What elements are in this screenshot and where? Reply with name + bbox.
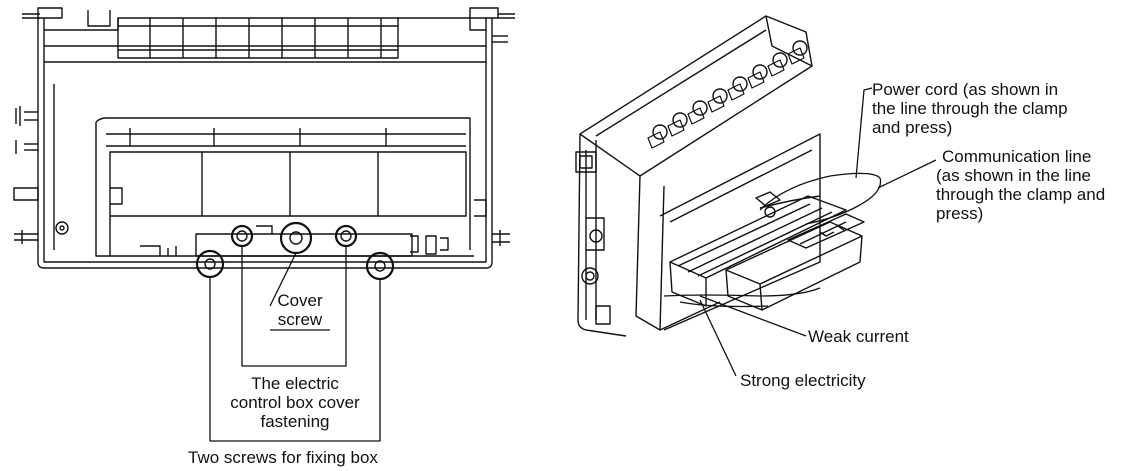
indoor-unit-iso-view [575,15,882,337]
power-cord-line-3: and press) [872,118,953,137]
power-cord-line-1: Power cord (as shown in [872,80,1059,99]
control-box-cover-line-3: fastening [260,412,330,431]
leader-lines-right [699,87,937,377]
cover-screw-line-2: screw [277,310,323,329]
power-cord-line-2: the line through the clamp [872,99,1068,118]
leader-lines-left [209,246,381,442]
control-box-cover-label: The electric control box cover fastening [200,374,390,431]
communication-line-label: Communication line (as shown in the line… [936,147,1105,223]
communication-line-3: through the clamp and [936,185,1106,204]
cover-screw-line-1: Cover [277,291,323,310]
strong-electricity-label: Strong electricity [740,371,866,390]
communication-line-2: (as shown in the line [936,166,1091,185]
communication-line-1: Communication line [942,147,1092,166]
indoor-unit-front-view [13,7,515,281]
cover-screw-label: Cover screw [250,291,350,329]
power-cord-label: Power cord (as shown in the line through… [872,80,1068,137]
control-box-cover-line-1: The electric [251,374,339,393]
control-box-cover-line-2: control box cover [230,393,360,412]
communication-line-4: press) [936,204,984,223]
weak-current-label: Weak current [808,327,909,346]
two-screws-label: Two screws for fixing box [188,448,378,467]
